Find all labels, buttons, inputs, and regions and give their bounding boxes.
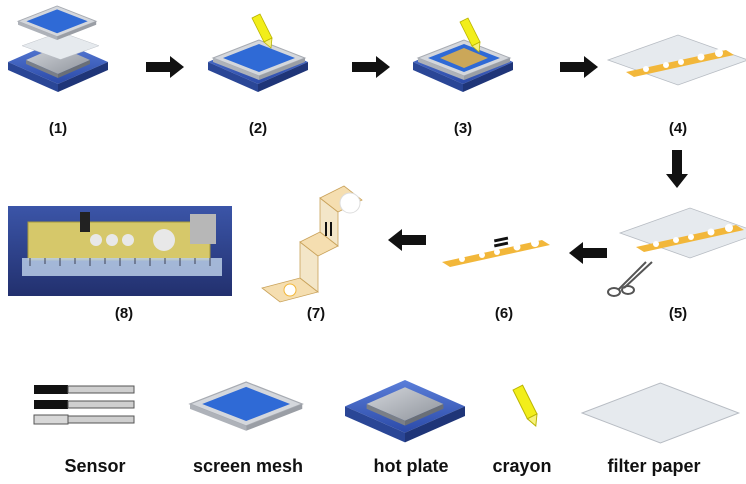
arrow-1-2 [146, 56, 184, 78]
step-2-figure [208, 13, 308, 92]
arrow-6-7 [388, 229, 426, 251]
step-1-figure [8, 5, 108, 92]
step-6-figure [442, 236, 550, 267]
arrow-2-3 [352, 56, 390, 78]
step-7-figure [261, 185, 363, 303]
filter-paper-icon [581, 382, 740, 444]
legend-label-screen-mesh: screen mesh [192, 456, 304, 476]
step-4-figure [607, 34, 746, 86]
step-label-3: (3) [453, 120, 473, 137]
arrow-3-4 [560, 56, 598, 78]
legend-label-hot-plate: hot plate [373, 456, 449, 476]
step-3-figure [413, 17, 513, 92]
hot-plate-icon [345, 380, 465, 443]
arrow-5-6 [569, 242, 607, 264]
legend-label-sensor: Sensor [64, 456, 126, 476]
sensor-icon [33, 385, 135, 425]
step-label-7: (7) [306, 305, 326, 322]
legend-label-filter-paper: filter paper [607, 456, 701, 476]
arrow-4-5 [666, 150, 688, 188]
step-5-figure [607, 207, 746, 297]
step-8-photo [8, 206, 232, 296]
step-label-1: (1) [48, 120, 68, 137]
step-label-5: (5) [668, 305, 688, 322]
step-label-6: (6) [494, 305, 514, 322]
step-label-4: (4) [668, 120, 688, 137]
step-label-2: (2) [248, 120, 268, 137]
legend-label-crayon: crayon [492, 456, 552, 476]
step-label-8: (8) [114, 305, 134, 322]
crayon-icon [512, 384, 538, 427]
screen-mesh-icon [189, 381, 303, 432]
scissors-icon [607, 261, 653, 297]
